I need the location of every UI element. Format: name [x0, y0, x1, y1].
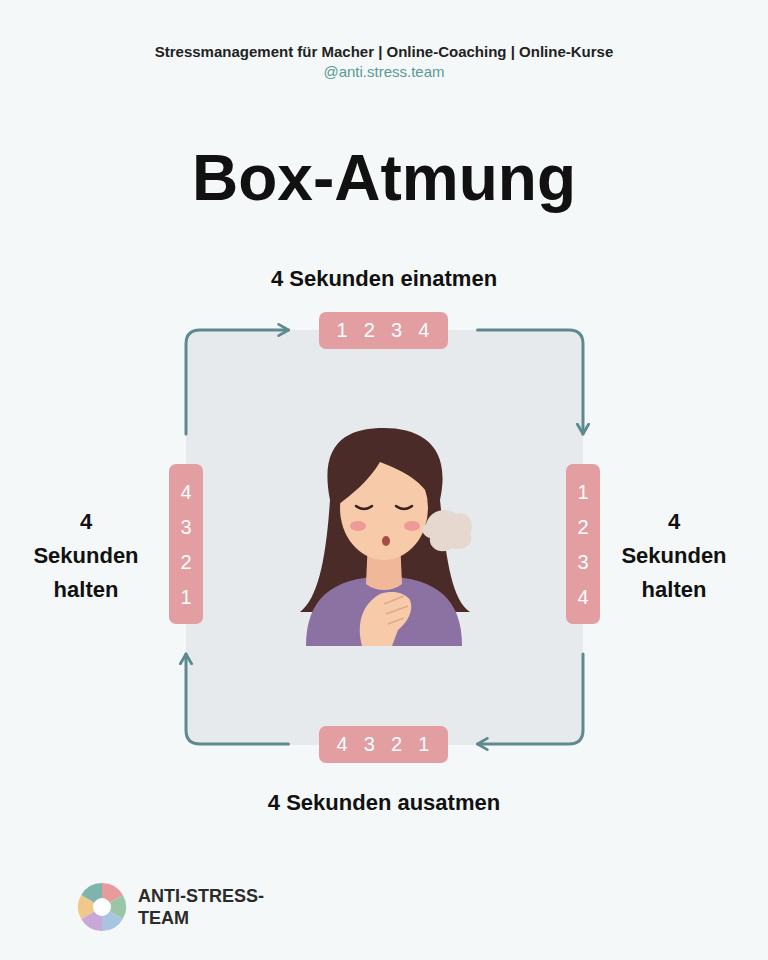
step-label: 4 Sekunden halten	[30, 505, 142, 607]
count-number: 2	[391, 734, 402, 754]
counter-box: 4 3 2 1	[169, 464, 203, 624]
counter-box: 1234	[319, 312, 448, 349]
flow-arrow	[478, 330, 584, 434]
box-ground	[186, 330, 583, 745]
count-number: 3	[391, 320, 402, 340]
step-label: 4 Sekunden halten	[618, 505, 730, 607]
count-number: 1	[418, 734, 429, 754]
counter-box: 1 2 3 4	[566, 464, 600, 624]
count-number: 2	[577, 517, 588, 537]
count-number: 2	[364, 320, 375, 340]
count-number: 4	[418, 320, 429, 340]
count-number: 1	[337, 320, 348, 340]
step-label: 4 Sekunden ausatmen	[174, 786, 594, 820]
diagram-title: Box-Atmung	[0, 140, 768, 217]
logo-text: ANTI-STRESS- TEAM	[138, 886, 288, 929]
count-number: 1	[577, 482, 588, 502]
flow-arrow	[186, 330, 289, 434]
count-number: 3	[577, 552, 588, 572]
flow-arrow	[186, 654, 289, 744]
count-number: 4	[180, 482, 191, 502]
count-number: 3	[364, 734, 375, 754]
step-label: 4 Sekunden einatmen	[174, 262, 594, 296]
counter-box: 4321	[319, 726, 448, 763]
count-number: 3	[180, 517, 191, 537]
count-number: 2	[180, 552, 191, 572]
logo-mark	[78, 883, 126, 931]
flow-arrow	[478, 654, 584, 744]
header-text: Stressmanagement für Macher | Online-Coa…	[14, 40, 754, 63]
woman-figure	[300, 428, 472, 646]
count-number: 4	[337, 734, 348, 754]
count-number: 1	[180, 587, 191, 607]
count-number: 4	[577, 587, 588, 607]
handle-text: @anti.stress.team	[184, 60, 584, 83]
